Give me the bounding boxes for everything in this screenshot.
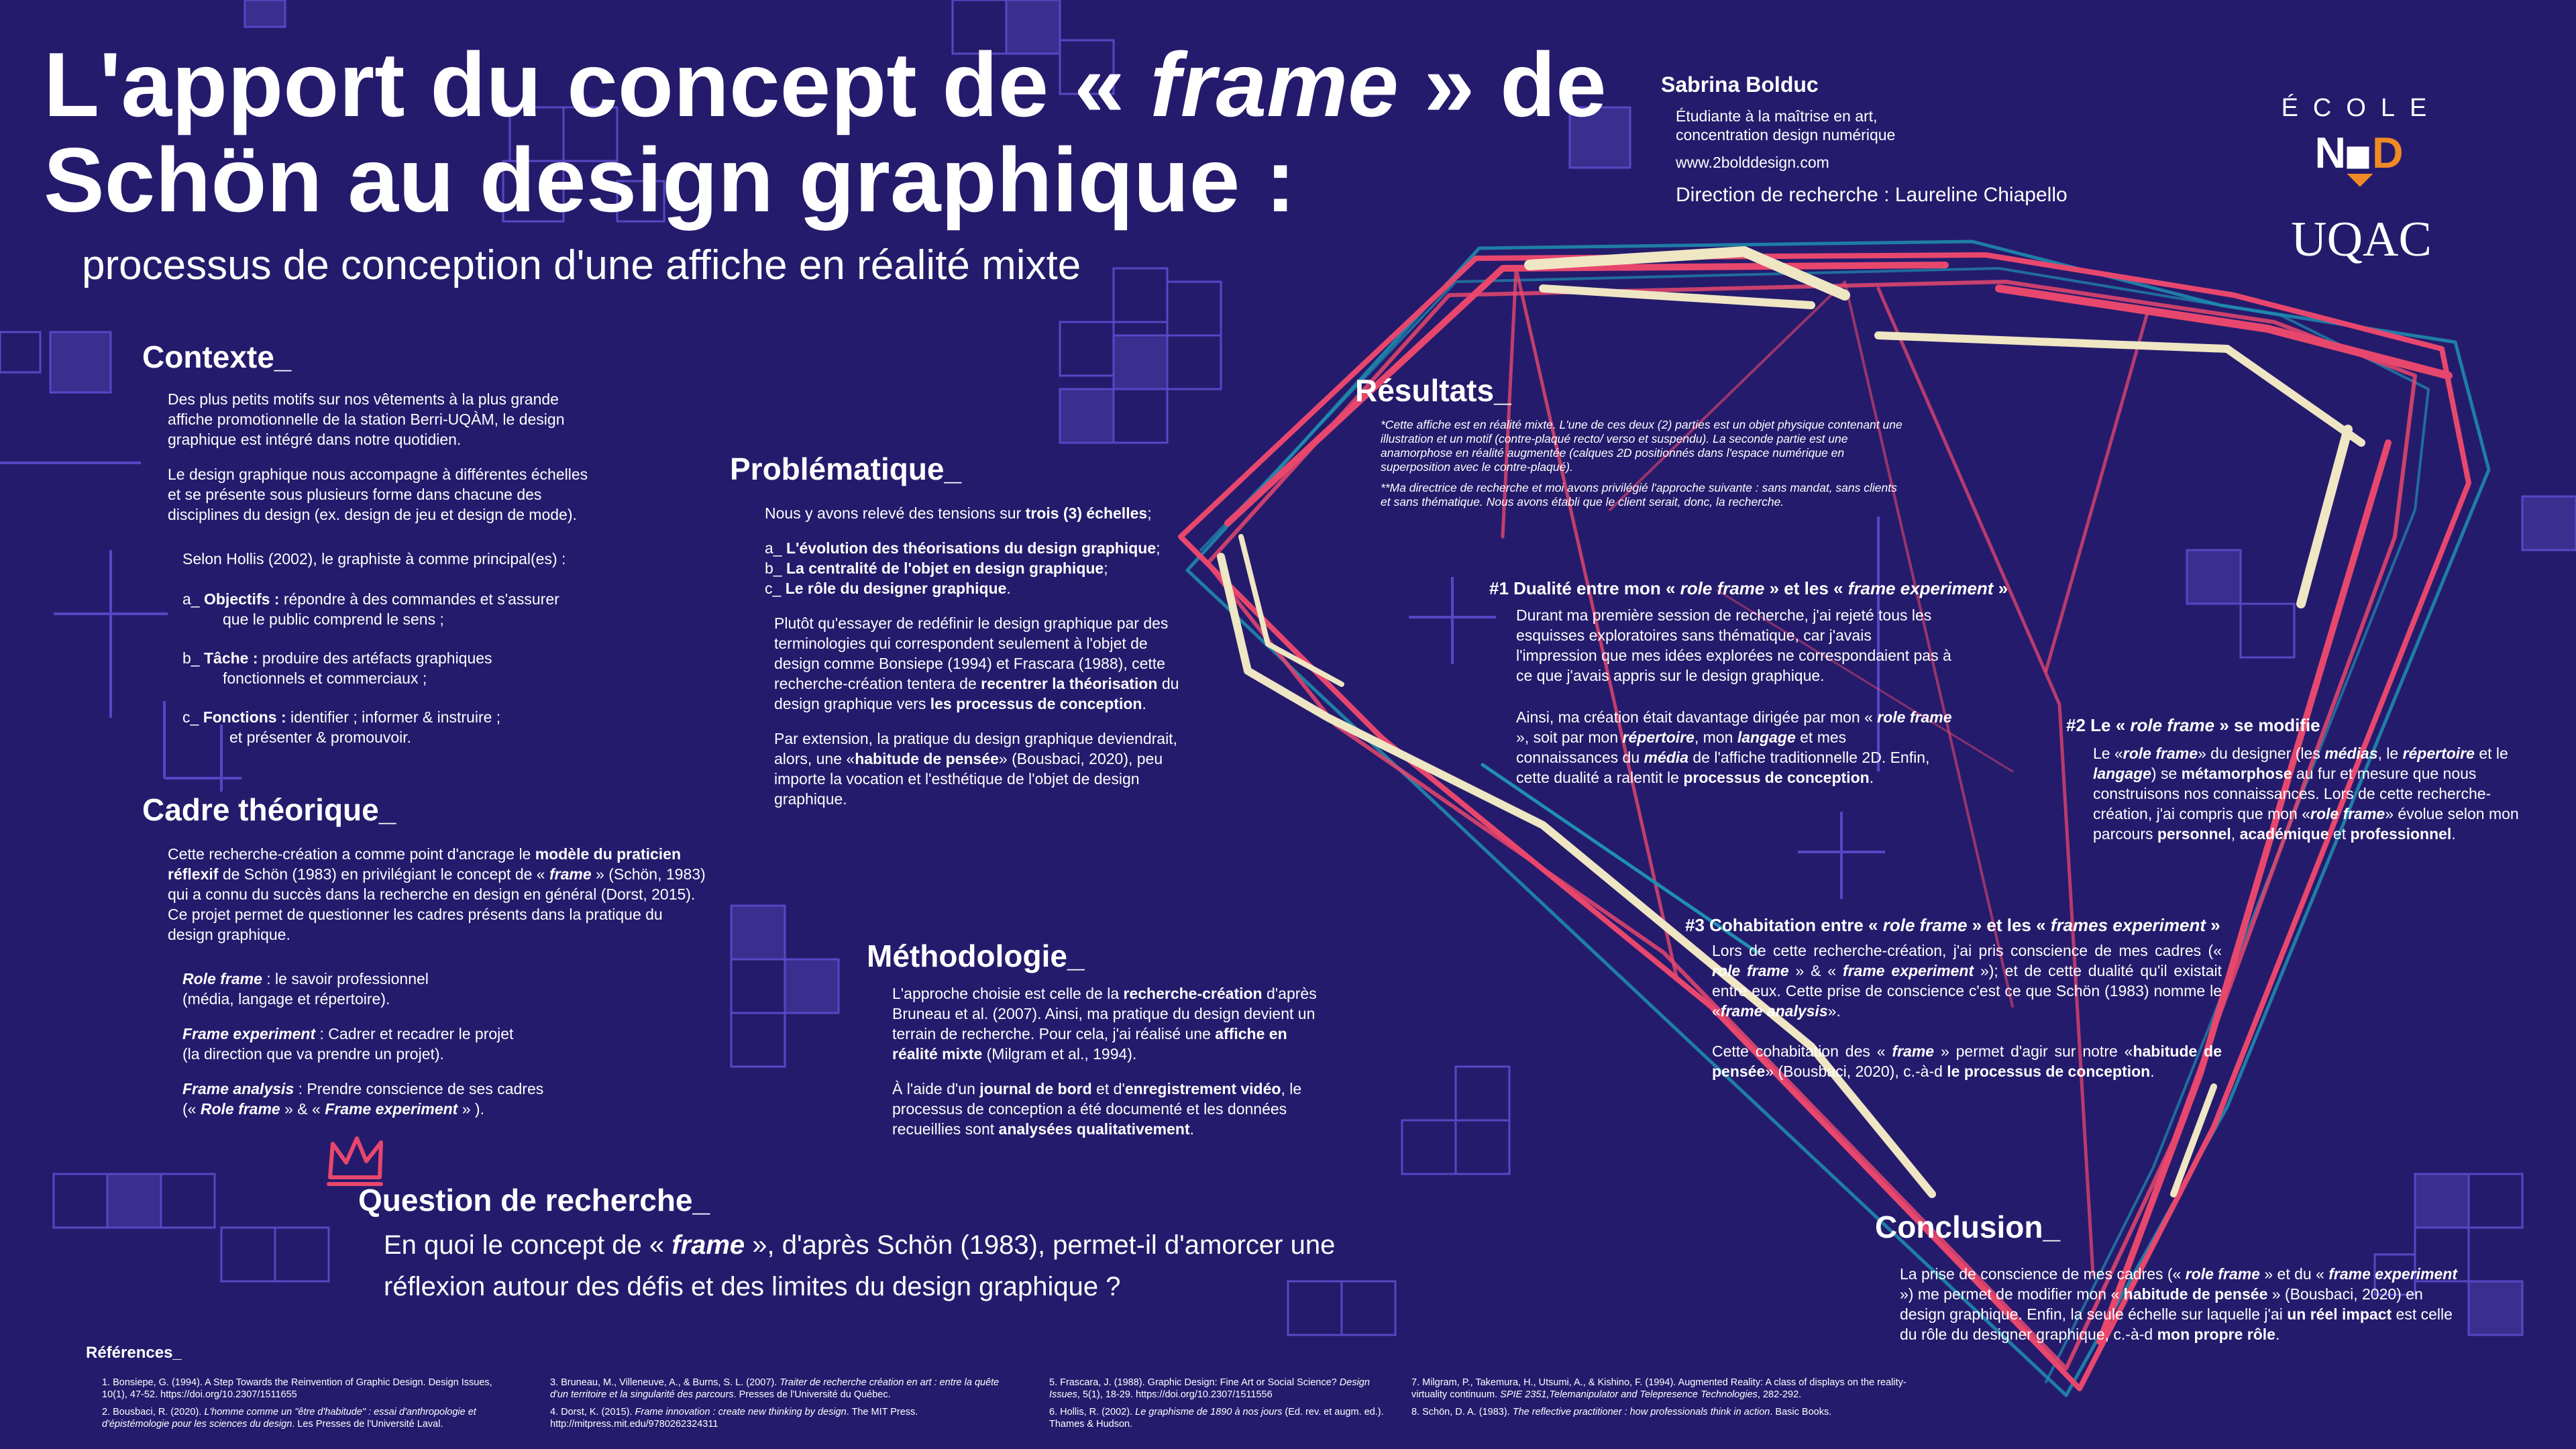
reference-3: 3. Bruneau, M., Villeneuve, A., & Burns,… — [550, 1377, 1000, 1400]
cadre-body: Cette recherche-création a comme point d… — [168, 844, 711, 1134]
result-1-p2: Ainsi, ma création était davantage dirig… — [1516, 708, 1952, 786]
cadre-p1: Cette recherche-création a comme point d… — [168, 845, 706, 943]
contexte-item-b: b_ Tâche : produire des artéfacts graphi… — [182, 649, 492, 687]
crosshair-lines — [0, 462, 1885, 899]
resultats-notes: *Cette affiche est en réalité mixte. L'u… — [1381, 418, 1904, 516]
problematique-heading: Problématique_ — [730, 451, 962, 486]
reference-5: 5. Frascara, J. (1988). Graphic Design: … — [1049, 1377, 1370, 1400]
reference-1: 1. Bonsiepe, G. (1994). A Step Towards t… — [102, 1377, 492, 1400]
conclusion-heading: Conclusion_ — [1875, 1210, 2061, 1244]
research-question: En quoi le concept de « frame », d'après… — [384, 1230, 1336, 1301]
reference-8: 8. Schön, D. A. (1983). The reflective p… — [1411, 1407, 1832, 1417]
cadre-heading: Cadre théorique_ — [142, 792, 396, 827]
reference-4: 4. Dorst, K. (2015). Frame innovation : … — [550, 1407, 918, 1430]
methodologie-p1: L'approche choisie est celle de la reche… — [892, 985, 1317, 1063]
problematique-body: Nous y avons relevé des tensions sur tro… — [765, 503, 1194, 824]
resultats-note-2: **Ma directrice de recherche et moi avon… — [1381, 481, 1897, 508]
conclusion-body: La prise de conscience de mes cadres (« … — [1900, 1264, 2470, 1359]
crown-icon — [327, 1136, 383, 1186]
contexte-body: Des plus petits motifs sur nos vêtements… — [168, 389, 597, 762]
problematique-p3: Par extension, la pratique du design gra… — [774, 730, 1177, 808]
result-3-title: #3 Cohabitation entre « role frame » et … — [1685, 915, 2220, 935]
references-heading: Références_ — [86, 1344, 182, 1362]
result-2-p1: Le «role frame» du designer (les médias,… — [2093, 745, 2519, 843]
contexte-item-c: c_ Fonctions : identifier ; informer & i… — [182, 708, 501, 746]
cadre-frame-analysis: Frame analysis : Prendre conscience de s… — [182, 1080, 544, 1118]
ecole-nad-uqac-logo: ÉCOLE N D UQAC — [2274, 94, 2449, 275]
diamond-sketch-strokes — [1178, 239, 2491, 1397]
contexte-p3: Selon Hollis (2002), le graphiste à comm… — [182, 550, 566, 568]
poster-subtitle: processus de conception d'une affiche en… — [82, 242, 1081, 288]
result-1-title: #1 Dualité entre mon « role frame » et l… — [1489, 578, 2008, 598]
reference-2: 2. Bousbaci, R. (2020). L'homme comme un… — [102, 1407, 476, 1430]
question-heading: Question de recherche_ — [358, 1183, 710, 1218]
resultats-heading: Résultats_ — [1355, 373, 1511, 408]
reference-6: 6. Hollis, R. (2002). Le graphisme de 18… — [1049, 1407, 1384, 1430]
title-part-2: » de — [1424, 34, 1607, 136]
pixel-squares-pattern — [0, 0, 2576, 1336]
references-col-4: 7. Milgram, P., Takemura, H., Utsumi, A.… — [1411, 1377, 1921, 1424]
svg-text:D: D — [2372, 129, 2404, 177]
author-block: Sabrina Bolduc Étudiante à la maîtrise e… — [1661, 72, 2265, 207]
problematique-p2: Plutôt qu'essayer de redéfinir le design… — [774, 614, 1179, 712]
references-col-1: 1. Bonsiepe, G. (1994). A Step Towards t… — [102, 1377, 518, 1436]
cadre-role-frame: Role frame : le savoir professionnel(méd… — [182, 970, 429, 1008]
result-3-p1: Lors de cette recherche-création, j'ai p… — [1712, 942, 2222, 1020]
contexte-heading: Contexte_ — [142, 339, 292, 374]
author-role-1: Étudiante à la maîtrise en art, — [1676, 107, 1878, 125]
contexte-p2: Le design graphique nous accompagne à di… — [168, 466, 588, 523]
author-role-2: concentration design numérique — [1676, 126, 1896, 144]
author-website-link[interactable]: www.2bolddesign.com — [1676, 154, 1829, 171]
title-line-2: Schön au design graphique : — [44, 129, 1296, 231]
methodologie-body: L'approche choisie est celle de la reche… — [892, 983, 1322, 1154]
problematique-list: a_ L'évolution des théorisations du desi… — [765, 539, 1161, 597]
result-2-title: #2 Le « role frame » se modifie — [2066, 715, 2320, 735]
references-col-3: 5. Frascara, J. (1988). Graphic Design: … — [1049, 1377, 1385, 1436]
resultats-note-1: *Cette affiche est en réalité mixte. L'u… — [1381, 418, 1902, 474]
title-part-1: L'apport du concept de « — [44, 34, 1125, 136]
methodologie-heading: Méthodologie_ — [867, 938, 1085, 973]
logo-ecole-text: ÉCOLE — [2281, 94, 2442, 122]
logo-nad-mark: N D — [2315, 129, 2404, 187]
result-2-body: Le «role frame» du designer (les médias,… — [2093, 743, 2536, 859]
svg-text:N: N — [2315, 129, 2347, 177]
references-col-2: 3. Bruneau, M., Villeneuve, A., & Burns,… — [550, 1377, 1020, 1436]
contexte-item-a: a_ Objectifs : répondre à des commandes … — [182, 590, 559, 628]
methodologie-p2: À l'aide d'un journal de bord et d'enreg… — [892, 1080, 1302, 1138]
conclusion-p: La prise de conscience de mes cadres (« … — [1900, 1265, 2458, 1343]
contexte-p1: Des plus petits motifs sur nos vêtements… — [168, 390, 565, 448]
research-direction: Direction de recherche : Laureline Chiap… — [1676, 184, 2068, 206]
result-1-p1: Durant ma première session de recherche,… — [1516, 606, 1951, 684]
reference-7: 7. Milgram, P., Takemura, H., Utsumi, A.… — [1411, 1377, 1907, 1400]
author-name: Sabrina Bolduc — [1661, 72, 1819, 97]
result-1-body: Durant ma première session de recherche,… — [1516, 605, 1952, 802]
logo-uqac-text: UQAC — [2291, 212, 2432, 267]
title-frame-word: frame — [1150, 34, 1399, 136]
cadre-frame-experiment: Frame experiment : Cadrer et recadrer le… — [182, 1025, 514, 1063]
result-3-body: Lors de cette recherche-création, j'ai p… — [1712, 941, 2222, 1096]
result-3-p2: Cette cohabitation des « frame » permet … — [1712, 1042, 2222, 1080]
problematique-intro: Nous y avons relevé des tensions sur tro… — [765, 504, 1152, 522]
poster-title: L'apport du concept de « frame » de Schö… — [44, 37, 1620, 227]
